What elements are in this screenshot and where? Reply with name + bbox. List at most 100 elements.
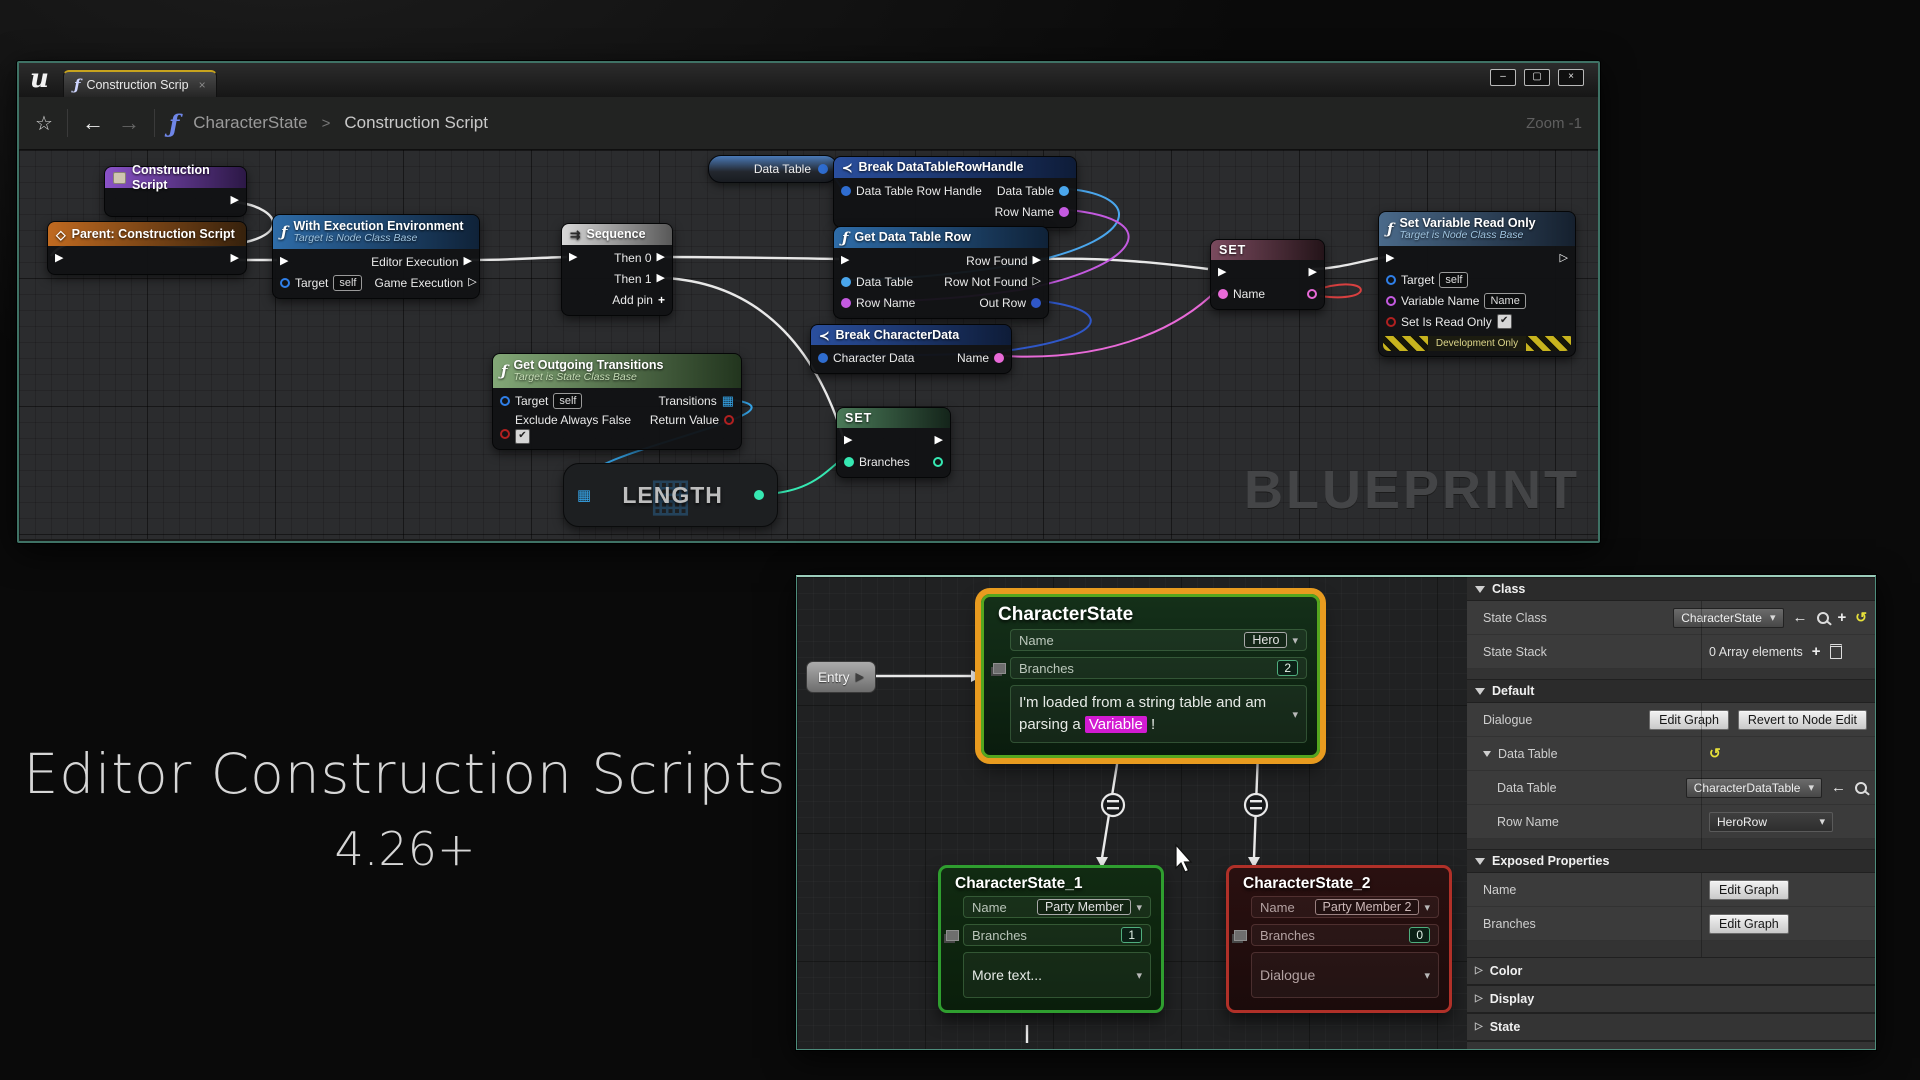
edit-graph-button[interactable]: Edit Graph — [1709, 879, 1789, 900]
name-out-pin[interactable] — [1307, 288, 1317, 299]
exec-in-pin[interactable]: ▶ — [1218, 266, 1227, 278]
node-parent-construction-script[interactable]: ◇ Parent: Construction Script ▶ ▶ — [47, 221, 247, 275]
section-state[interactable]: ▷ State — [1467, 1013, 1875, 1041]
data-table-out-pin[interactable] — [818, 164, 828, 174]
character-data-in-pin[interactable] — [818, 352, 828, 363]
data-table-out-pin[interactable] — [1059, 185, 1069, 196]
state-graph-canvas[interactable]: Entry ▶ CharacterState Name Hero ▾ Branc… — [797, 577, 1467, 1049]
search-icon[interactable] — [1855, 781, 1867, 794]
exec-out-pin[interactable]: ▶ — [934, 434, 943, 446]
exec-in-pin[interactable]: ▶ — [569, 251, 578, 263]
section-exposed-properties[interactable]: Exposed Properties — [1467, 849, 1875, 873]
name-value-dropdown[interactable]: Party Member 2 — [1314, 899, 1420, 915]
row-name-out-pin[interactable] — [1059, 206, 1069, 217]
length-out-pin[interactable] — [754, 490, 764, 500]
node-data-table-variable[interactable]: Data Table — [708, 155, 838, 183]
entry-node[interactable]: Entry ▶ — [806, 661, 876, 693]
target-pin[interactable] — [280, 277, 290, 288]
add-element-icon[interactable]: + — [1811, 643, 1821, 660]
reset-to-default-icon[interactable]: ↺ — [1855, 609, 1867, 625]
chevron-down-icon[interactable]: ▾ — [1136, 969, 1142, 982]
close-button[interactable]: × — [1558, 69, 1584, 86]
data-table-dropdown[interactable]: CharacterDataTable▾ — [1685, 777, 1822, 798]
state-node-characterstate-1[interactable]: CharacterState_1 Name Party Member ▾ Bra… — [938, 865, 1164, 1013]
transitions-array-pin[interactable]: ▦ — [721, 393, 734, 408]
chevron-down-icon[interactable]: ▾ — [1292, 634, 1298, 647]
game-execution-pin[interactable]: ▷ — [468, 276, 477, 288]
variable-name-value[interactable]: Name — [1484, 292, 1526, 309]
chevron-down-icon[interactable]: ▾ — [1424, 901, 1430, 914]
chevron-down-icon[interactable]: ▾ — [1292, 708, 1298, 721]
exec-in-pin[interactable]: ▶ — [841, 254, 850, 266]
node-break-datatablerowhandle[interactable]: ≺ Break DataTableRowHandle Data Table Ro… — [833, 156, 1077, 228]
branches-out-pin[interactable] — [933, 456, 943, 467]
out-row-pin[interactable] — [1031, 297, 1041, 308]
exec-in-pin[interactable]: ▶ — [844, 434, 853, 446]
target-pin[interactable] — [500, 395, 510, 406]
exec-in-pin[interactable]: ▶ — [280, 255, 289, 267]
node-sequence[interactable]: ⇉ Sequence ▶ Then 0▶ Then 1▶ Add pin+ — [561, 223, 673, 316]
variable-name-pin[interactable] — [1386, 295, 1396, 306]
search-icon[interactable] — [1816, 611, 1829, 624]
node-set-branches[interactable]: SET ▶ ▶ Branches — [836, 407, 951, 478]
name-value-dropdown[interactable]: Party Member — [1036, 899, 1132, 915]
name-value-dropdown[interactable]: Hero — [1244, 632, 1288, 648]
exec-out-pin[interactable]: ▶ — [230, 194, 239, 206]
target-pin[interactable] — [1386, 274, 1396, 285]
revert-to-node-edit-button[interactable]: Revert to Node Edit — [1737, 709, 1867, 730]
return-value-pin[interactable] — [724, 415, 734, 425]
name-out-pin[interactable] — [994, 352, 1004, 363]
node-array-length[interactable]: ▦ ▦ LENGTH — [563, 463, 778, 527]
exec-in-pin[interactable]: ▶ — [55, 252, 64, 264]
breadcrumb-current[interactable]: Construction Script — [344, 113, 488, 132]
reset-to-default-icon[interactable]: ↺ — [1709, 745, 1721, 761]
exec-out-pin[interactable]: ▶ — [230, 252, 239, 264]
exec-out-pin[interactable]: ▷ — [1559, 252, 1568, 264]
row-name-in-pin[interactable] — [841, 297, 851, 308]
clear-array-icon[interactable] — [1829, 644, 1842, 659]
row-name-dropdown[interactable]: HeroRow▾ — [1709, 811, 1833, 832]
section-parallel-states[interactable]: ▷ Parallel States — [1467, 1041, 1875, 1049]
node-construction-script[interactable]: Construction Script ▶ — [104, 163, 247, 217]
chevron-down-icon[interactable]: ▾ — [1136, 901, 1142, 914]
maximize-button[interactable]: ▢ — [1524, 69, 1550, 86]
chevron-down-icon[interactable]: ▾ — [1424, 969, 1430, 982]
state-node-characterstate-2[interactable]: CharacterState_2 Name Party Member 2 ▾ B… — [1226, 865, 1452, 1013]
array-in-pin[interactable]: ▦ — [577, 486, 592, 504]
then1-pin[interactable]: ▶ — [656, 272, 665, 284]
node-break-characterdata[interactable]: ≺ Break CharacterData Character Data Nam… — [810, 324, 1012, 374]
favorite-star-icon[interactable]: ☆ — [35, 112, 53, 135]
node-with-execution-environment[interactable]: ƒ With Execution Environment Target is N… — [272, 214, 480, 299]
exclude-bool-pin[interactable] — [500, 428, 510, 439]
blueprint-graph-canvas[interactable]: Construction Script ▶ ◇ Parent: Construc… — [19, 150, 1598, 539]
forward-arrow-icon[interactable]: → — [117, 110, 140, 135]
state-class-dropdown[interactable]: CharacterState▾ — [1673, 607, 1784, 628]
tab-close-icon[interactable]: × — [198, 77, 206, 92]
tab-construction-script[interactable]: ƒ Construction Scrip × — [63, 70, 217, 97]
back-arrow-icon[interactable]: ← — [81, 110, 104, 135]
breadcrumb-root[interactable]: CharacterState — [193, 113, 308, 132]
row-found-pin[interactable]: ▶ — [1032, 254, 1041, 266]
edit-graph-button[interactable]: Edit Graph — [1709, 913, 1789, 934]
section-color[interactable]: ▷ Color — [1467, 957, 1875, 985]
browse-to-icon[interactable]: ← — [1792, 609, 1808, 626]
exclude-checkbox[interactable]: ✔ — [515, 429, 530, 444]
browse-to-icon[interactable]: ← — [1831, 779, 1846, 796]
section-display[interactable]: ▷ Display — [1467, 985, 1875, 1013]
exec-out-pin[interactable]: ▶ — [1308, 266, 1317, 278]
node-get-data-table-row[interactable]: ƒ Get Data Table Row ▶ Row Found▶ Data T… — [833, 226, 1049, 319]
node-set-name[interactable]: SET ▶ ▶ Name — [1210, 239, 1325, 310]
section-default[interactable]: Default — [1467, 679, 1875, 703]
node-get-outgoing-transitions[interactable]: ƒ Get Outgoing Transitions Target is Sta… — [492, 353, 742, 450]
read-only-checkbox[interactable]: ✔ — [1496, 314, 1512, 329]
dialogue-preview-row[interactable]: I'm loaded from a string table and am pa… — [1010, 685, 1307, 743]
exec-in-pin[interactable]: ▶ — [1386, 252, 1395, 264]
row-handle-in-pin[interactable] — [841, 185, 851, 196]
add-icon[interactable]: + — [1837, 609, 1847, 626]
branches-in-pin[interactable] — [844, 456, 854, 467]
row-not-found-pin[interactable]: ▷ — [1032, 275, 1041, 287]
property-group-data-table[interactable]: Data Table ↺ — [1467, 737, 1875, 771]
data-table-in-pin[interactable] — [841, 276, 851, 287]
then0-pin[interactable]: ▶ — [656, 251, 665, 263]
add-pin-icon[interactable]: + — [657, 292, 665, 307]
